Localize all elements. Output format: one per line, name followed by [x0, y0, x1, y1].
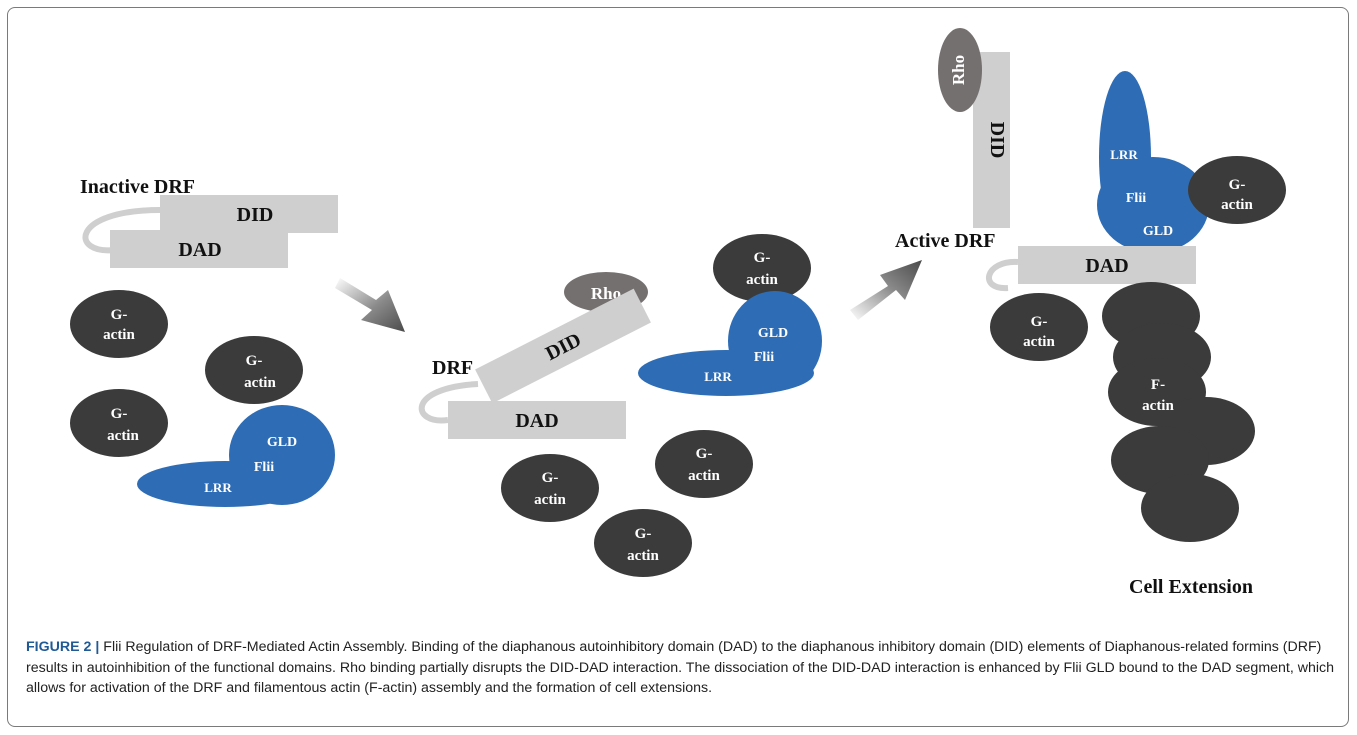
svg-text:actin: actin: [103, 327, 135, 343]
g-actin: G- actin: [70, 290, 168, 358]
flii-gld-label: GLD: [267, 435, 297, 450]
svg-text:F-: F-: [1151, 377, 1165, 393]
g-actin: G- actin: [70, 389, 168, 457]
svg-text:G-: G-: [111, 307, 128, 323]
g-actin: G- actin: [655, 430, 753, 498]
svg-text:actin: actin: [746, 272, 778, 288]
g-actin: G- actin: [501, 454, 599, 522]
inactive-drf-label: Inactive DRF: [80, 176, 195, 198]
flii-label: Flii: [1126, 191, 1146, 206]
svg-text:G-: G-: [111, 406, 128, 422]
svg-text:actin: actin: [107, 428, 139, 444]
panel-inactive: Inactive DRF DID DAD G- actin G- actin G…: [70, 176, 338, 507]
cell-extension-label: Cell Extension: [1129, 576, 1253, 598]
svg-text:actin: actin: [1221, 197, 1253, 213]
g-actin: G- actin: [990, 293, 1088, 361]
flii-protein: GLD Flii LRR: [638, 291, 822, 396]
active-linker: [986, 258, 1019, 292]
active-dad-box: [1018, 246, 1196, 284]
flii-lrr-label: LRR: [704, 369, 732, 384]
svg-text:G-: G-: [1229, 177, 1246, 193]
tilted-did: DID: [475, 288, 651, 404]
flii-label: Flii: [754, 350, 774, 365]
svg-text:G-: G-: [754, 250, 771, 266]
rho: Rho: [938, 28, 982, 112]
drf-label: DRF: [432, 357, 473, 379]
inactive-did-box: [160, 195, 338, 233]
g-actin: G- actin: [594, 509, 692, 577]
flii-protein: GLD Flii LRR: [137, 405, 335, 507]
inactive-dad-label: DAD: [178, 239, 221, 261]
svg-text:actin: actin: [1023, 334, 1055, 350]
drf-dad-box: [448, 401, 626, 439]
transition-arrow-1: [335, 278, 405, 332]
active-drf-label: Active DRF: [895, 230, 996, 252]
flii-protein: LRR Flii GLD: [1097, 71, 1209, 253]
flii-gld-label: GLD: [1143, 224, 1173, 239]
drf-regulation-diagram: Inactive DRF DID DAD G- actin G- actin G…: [70, 28, 1286, 598]
f-actin-subunit: [1141, 474, 1239, 542]
inactive-linker: [82, 207, 161, 254]
svg-text:actin: actin: [244, 375, 276, 391]
drf-linker: [418, 381, 479, 424]
panel-rho-bound: Rho DRF DID DAD G- actin GLD Flii LRR G-…: [418, 234, 822, 577]
active-did-label: DID: [986, 122, 1008, 159]
figure-label: FIGURE 2 |: [26, 639, 100, 655]
inactive-dad-box: [110, 230, 288, 268]
svg-text:G-: G-: [542, 470, 559, 486]
transition-arrow-2: [850, 260, 922, 320]
svg-text:actin: actin: [688, 468, 720, 484]
svg-text:G-: G-: [1031, 314, 1048, 330]
active-dad-label: DAD: [1085, 255, 1128, 277]
g-actin: G- actin: [205, 336, 303, 404]
flii-gld-label: GLD: [758, 326, 788, 341]
flii-lrr-label: LRR: [1110, 147, 1138, 162]
svg-text:actin: actin: [627, 548, 659, 564]
svg-text:G-: G-: [696, 446, 713, 462]
svg-text:Rho: Rho: [949, 55, 968, 85]
inactive-did-label: DID: [237, 204, 274, 226]
flii-label: Flii: [254, 460, 274, 475]
g-actin: G- actin: [1188, 156, 1286, 224]
svg-text:G-: G-: [246, 353, 263, 369]
flii-lrr-label: LRR: [204, 480, 232, 495]
panel-active: Active DRF DID Rho LRR Flii GLD DAD G- a…: [895, 28, 1286, 598]
figure-caption: FIGURE 2 | Flii Regulation of DRF-Mediat…: [26, 637, 1336, 699]
g-actin: G- actin: [713, 234, 811, 302]
svg-text:actin: actin: [534, 492, 566, 508]
svg-text:Rho: Rho: [591, 284, 621, 303]
caption-text: Flii Regulation of DRF-Mediated Actin As…: [26, 639, 1335, 696]
f-actin-filament: F- actin: [1102, 282, 1255, 542]
drf-dad-label: DAD: [515, 410, 558, 432]
svg-text:actin: actin: [1142, 398, 1174, 414]
svg-text:G-: G-: [635, 526, 652, 542]
